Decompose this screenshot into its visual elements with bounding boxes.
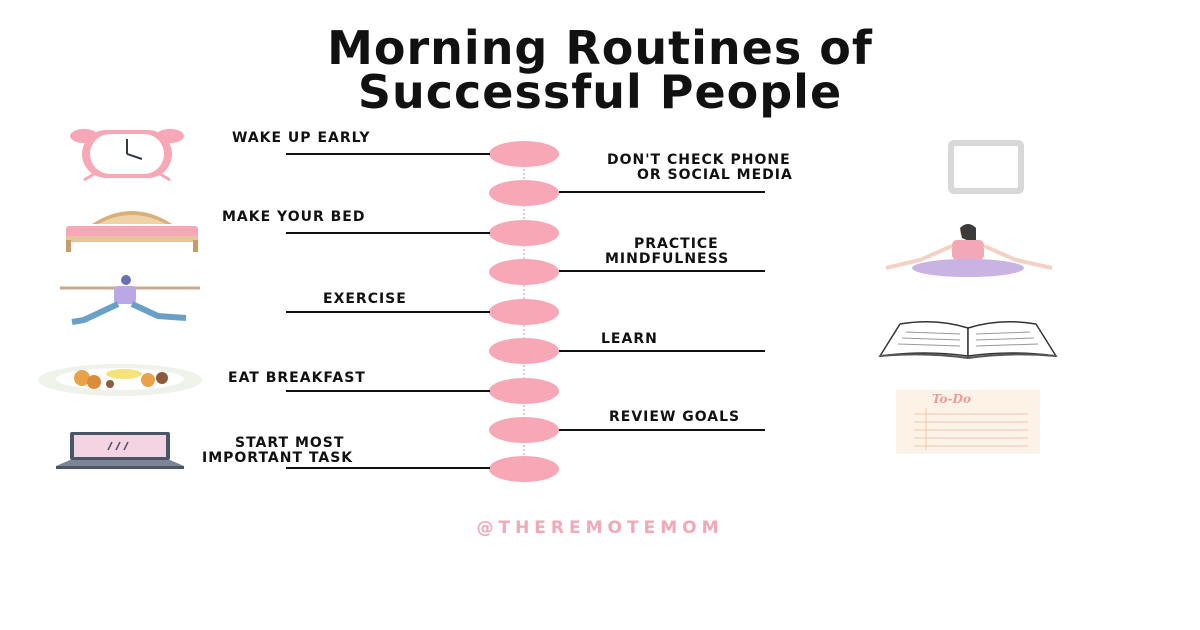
connector-line — [286, 467, 490, 469]
step-label-line-2: OR SOCIAL MEDIA — [637, 167, 793, 183]
step-label-line-2: IMPORTANT TASK — [202, 450, 354, 466]
step-label: EXERCISE — [323, 291, 407, 307]
step-label-line-1: START MOST — [235, 435, 345, 451]
todo-note-heading: To-Do — [932, 392, 971, 406]
step-label: WAKE UP EARLY — [232, 130, 371, 146]
timeline-dot — [489, 220, 559, 246]
meditation-icon — [885, 224, 1053, 277]
timeline-dot — [489, 378, 559, 404]
timeline-dot — [489, 141, 559, 167]
laptop-icon — [56, 432, 184, 469]
step-label: REVIEW GOALS — [609, 409, 741, 425]
step-label-line-1: DON'T CHECK PHONE — [607, 152, 791, 168]
connector-line — [559, 429, 765, 431]
step-label-line-2: MINDFULNESS — [605, 251, 730, 267]
to-do-list-icon: To-Do — [896, 390, 1040, 454]
connector-line — [286, 390, 490, 392]
timeline-dot — [489, 417, 559, 443]
title-line-1: Morning Routines of — [327, 21, 873, 75]
step-label: LEARN — [601, 331, 658, 347]
bed-icon — [66, 211, 198, 252]
connector-line — [286, 311, 490, 313]
smartphone-icon — [948, 140, 1024, 194]
timeline-dot — [489, 338, 559, 364]
open-book-icon — [878, 321, 1058, 360]
title-line-2: Successful People — [357, 65, 843, 119]
connector-line — [286, 153, 490, 155]
timeline-dot — [489, 259, 559, 285]
timeline-dot — [489, 299, 559, 325]
step-label-line-1: PRACTICE — [634, 236, 719, 252]
connector-line — [286, 232, 490, 234]
connector-line — [559, 350, 765, 352]
step-label: MAKE YOUR BED — [222, 209, 366, 225]
timeline-dot — [489, 180, 559, 206]
alarm-clock-icon — [70, 129, 184, 182]
breakfast-plate-icon — [38, 364, 202, 396]
yoga-warrior-pose-icon — [60, 275, 200, 325]
step-label: EAT BREAKFAST — [228, 370, 366, 386]
connector-line — [559, 191, 765, 193]
footer-handle: @THEREMOTEMOM — [476, 518, 724, 538]
timeline-dot — [489, 456, 559, 482]
connector-line — [559, 270, 765, 272]
